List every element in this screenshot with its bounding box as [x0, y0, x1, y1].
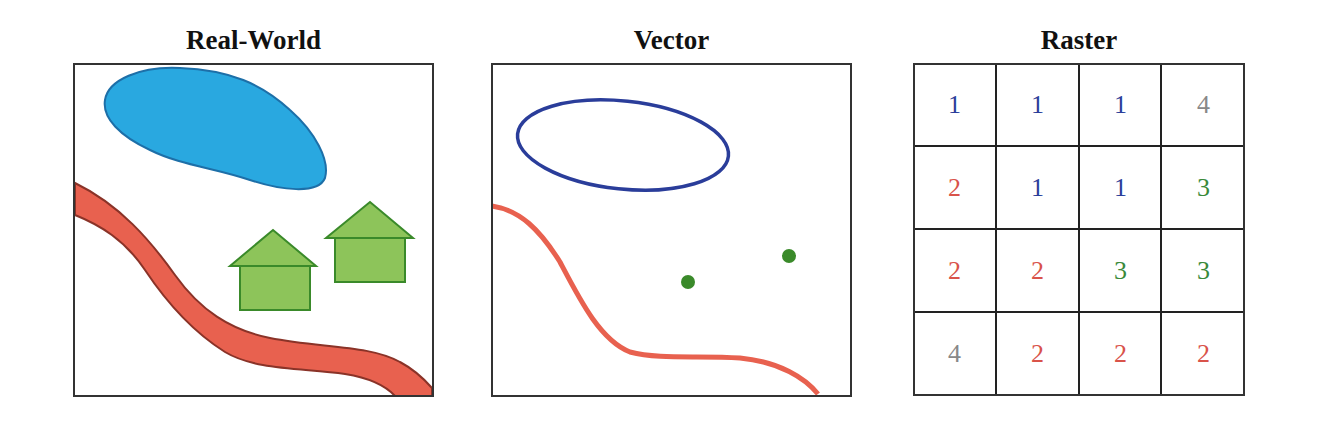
cell-value: 3 [1197, 173, 1210, 203]
cell-value: 3 [1197, 256, 1210, 286]
vector-panel: Vector [491, 63, 852, 397]
cell-value: 1 [948, 90, 961, 120]
house-icon [230, 230, 316, 310]
cell-value: 1 [1114, 90, 1127, 120]
cell-value: 2 [948, 173, 961, 203]
house-point [681, 275, 695, 289]
cell-value: 1 [1114, 173, 1127, 203]
river-band [75, 183, 432, 396]
cell-value: 4 [1197, 90, 1210, 120]
river-line [492, 206, 818, 394]
cell-value: 2 [1197, 339, 1210, 369]
real-world-panel: Real-World [73, 63, 434, 397]
raster-grid [913, 63, 1244, 395]
panel-title: Vector [493, 25, 850, 56]
panel-title: Real-World [75, 25, 432, 56]
raster-panel: Raster [913, 63, 1245, 396]
lake-shape [105, 68, 326, 189]
cell-value: 1 [1031, 90, 1044, 120]
house-icon [326, 202, 413, 282]
cell-value: 2 [1031, 339, 1044, 369]
lake-polygon [513, 90, 733, 200]
cell-value: 2 [1114, 339, 1127, 369]
cell-value: 4 [948, 339, 961, 369]
cell-value: 2 [1031, 256, 1044, 286]
house-point [782, 249, 796, 263]
cell-value: 2 [948, 256, 961, 286]
panel-title: Raster [915, 25, 1243, 56]
cell-value: 3 [1114, 256, 1127, 286]
cell-value: 1 [1031, 173, 1044, 203]
